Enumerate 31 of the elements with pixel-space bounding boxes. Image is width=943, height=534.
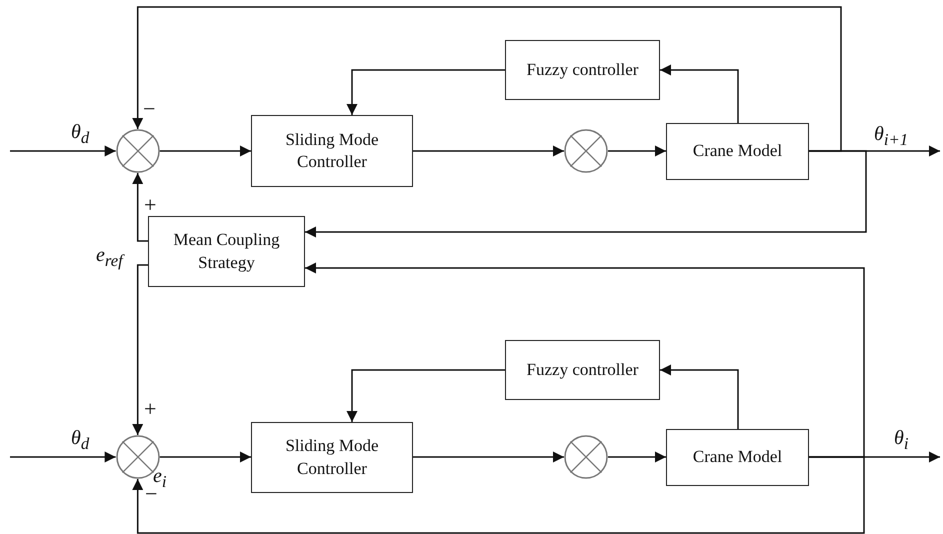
arrow — [132, 6, 842, 152]
process-box: Fuzzy controller — [505, 340, 660, 400]
summing-junction — [564, 129, 608, 173]
arrow — [132, 264, 148, 435]
arrow — [608, 146, 666, 156]
arrow — [305, 262, 865, 458]
process-box: Sliding Mode Controller — [251, 422, 413, 493]
process-box: Fuzzy controller — [505, 40, 660, 100]
sign-label: + — [144, 398, 156, 420]
arrow — [660, 64, 739, 123]
process-box: Crane Model — [666, 123, 809, 180]
signal-arrow — [10, 452, 116, 462]
arrow — [305, 150, 867, 238]
arrow — [132, 456, 865, 534]
arrow — [160, 146, 251, 156]
process-box: Crane Model — [666, 429, 809, 486]
arrow — [413, 146, 564, 156]
arrow — [346, 69, 505, 115]
signal-arrow — [10, 146, 116, 156]
arrow — [660, 364, 739, 429]
arrow — [413, 452, 564, 462]
arrow — [132, 173, 148, 242]
arrow — [608, 452, 666, 462]
process-box: Sliding Mode Controller — [251, 115, 413, 187]
process-box: Mean Coupling Strategy — [148, 216, 305, 287]
sign-label: + — [144, 194, 156, 216]
summing-junction — [116, 129, 160, 173]
arrow — [346, 369, 505, 422]
sign-label: − — [143, 98, 156, 120]
summing-junction — [564, 435, 608, 479]
arrow — [160, 452, 251, 462]
